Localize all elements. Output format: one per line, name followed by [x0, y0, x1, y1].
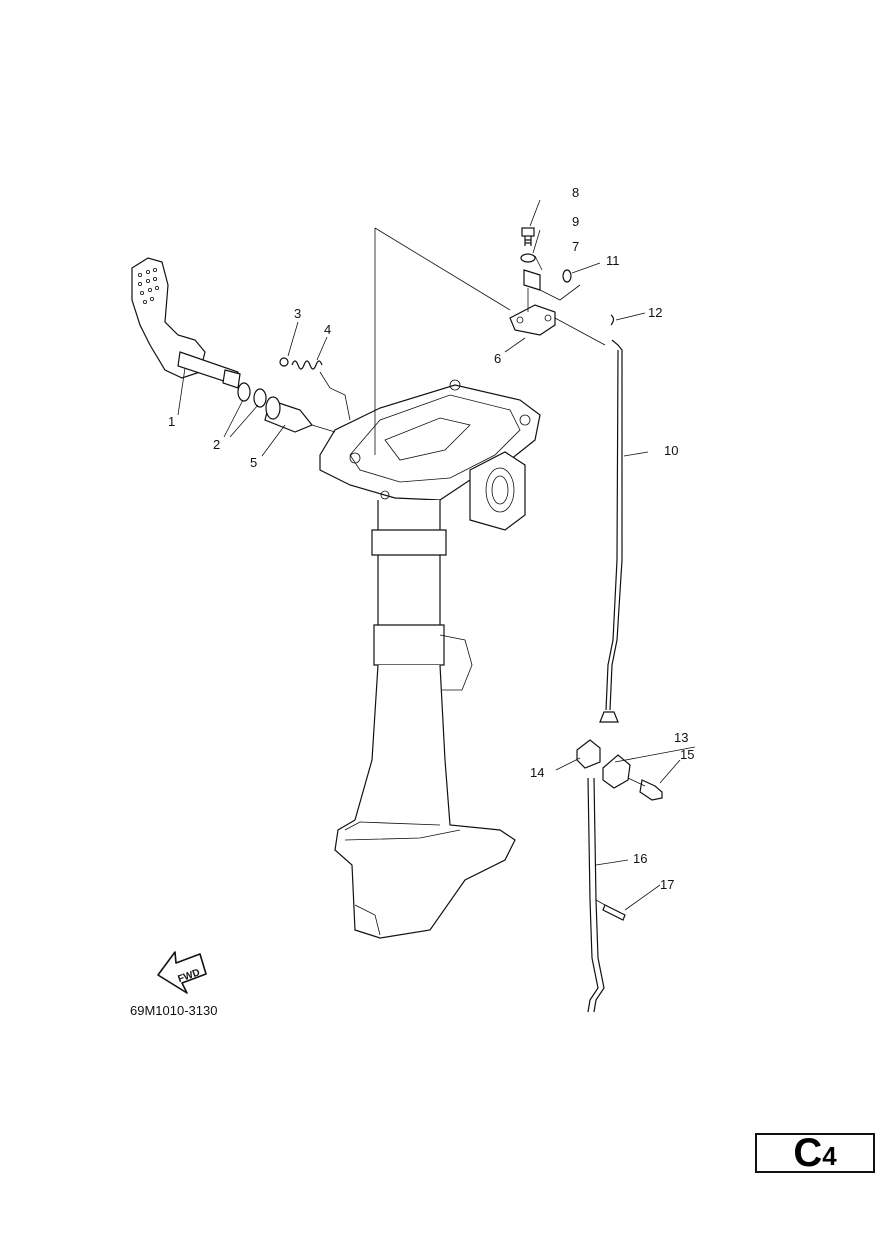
- shift-rod-inner: [605, 349, 619, 711]
- o-ring-a: [237, 382, 251, 402]
- leader-line-spring: [319, 371, 351, 421]
- callout-2: 2: [213, 437, 220, 452]
- shift-rod: [609, 339, 623, 711]
- callout-16: 16: [633, 851, 647, 866]
- drive-shaft-housing: [319, 379, 541, 939]
- clip: [523, 269, 541, 291]
- page-tag-number: 4: [822, 1141, 837, 1171]
- fwd-arrow-icon: FWD: [157, 951, 207, 994]
- pin-12: [610, 314, 615, 326]
- callout-6: 6: [494, 351, 501, 366]
- callout-3: 3: [294, 306, 301, 321]
- rod-end: [599, 711, 619, 723]
- callout-1: 1: [168, 414, 175, 429]
- callout-5: 5: [250, 455, 257, 470]
- washer: [520, 253, 536, 263]
- o-ring-b: [253, 388, 267, 408]
- callout-13: 13: [674, 730, 688, 745]
- shift-lever: [131, 257, 241, 389]
- lower-rod-inner: [593, 777, 605, 1013]
- callout-leaders: [177, 199, 696, 911]
- clamp: [602, 754, 631, 789]
- callout-7: 7: [572, 239, 579, 254]
- callout-11: 11: [606, 253, 620, 268]
- leader-line-pin: [595, 899, 606, 906]
- lower-rod: [587, 777, 599, 1013]
- callout-4: 4: [324, 322, 331, 337]
- callout-9: 9: [572, 214, 579, 229]
- clamp-thread: [627, 777, 646, 787]
- reference-code: 69M1010-3130: [130, 1003, 217, 1018]
- page-tag: C 4: [755, 1133, 875, 1173]
- page-tag-letter: C: [793, 1131, 823, 1175]
- ball: [279, 357, 289, 367]
- bushing: [264, 396, 313, 433]
- leader-line-bracket: [527, 284, 606, 346]
- callout-10: 10: [664, 443, 678, 458]
- callout-labels: 1 2 3 4 5 6 7 8 9 10 11 12 13 14 15 16 1…: [168, 185, 694, 892]
- leader-line-bushing: [311, 424, 336, 433]
- callout-12: 12: [648, 305, 662, 320]
- callout-8: 8: [572, 185, 579, 200]
- spring: [291, 360, 323, 370]
- shift-rod-joint: [509, 304, 556, 336]
- callout-17: 17: [660, 877, 674, 892]
- connector: [576, 739, 601, 769]
- callout-14: 14: [530, 765, 544, 780]
- leader-line-housing: [374, 227, 511, 455]
- rod-pin: [602, 904, 626, 921]
- collar: [562, 269, 572, 283]
- clamp-bolt: [639, 779, 663, 801]
- bolt: [521, 227, 535, 246]
- callout-15: 15: [680, 747, 694, 762]
